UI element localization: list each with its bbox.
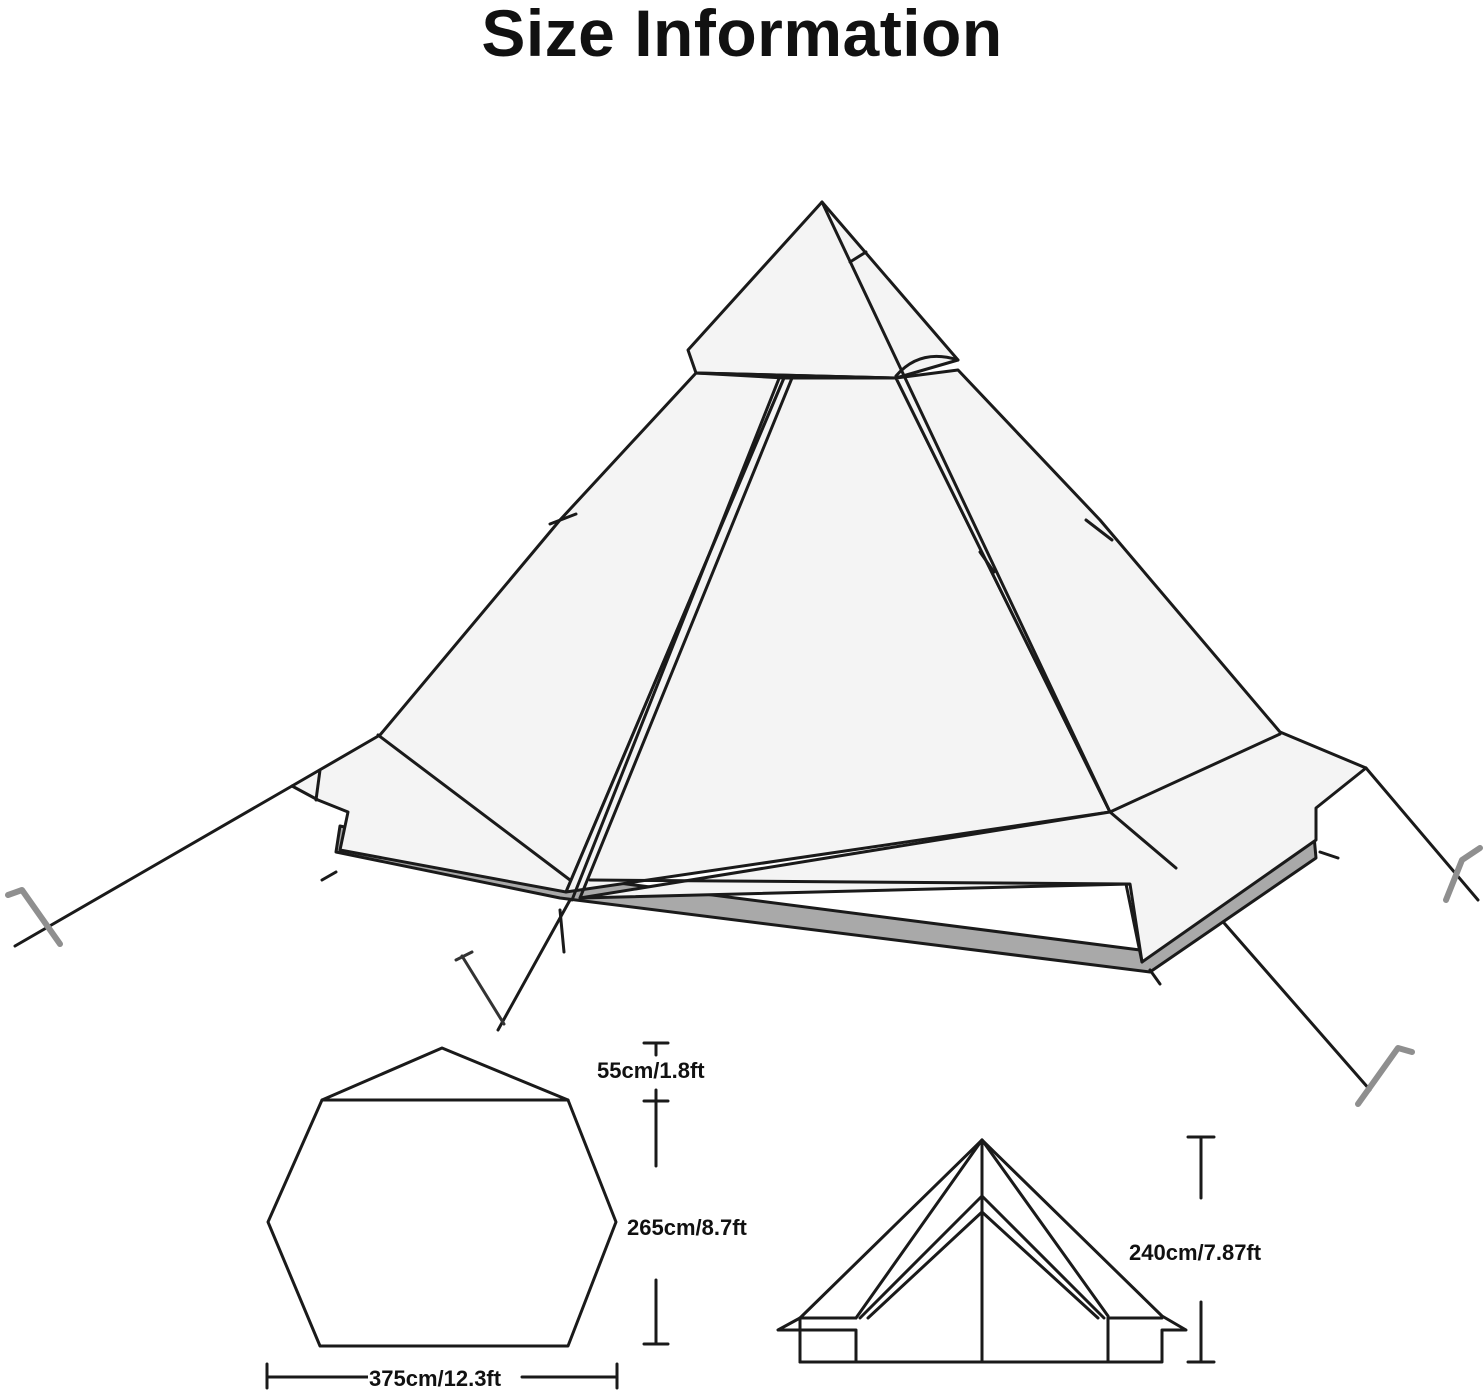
tent-stakes bbox=[5, 845, 1483, 1107]
front-elevation-outline bbox=[776, 1138, 1188, 1364]
floor-plan-hexagon bbox=[266, 1098, 618, 1348]
tent-right-panel bbox=[578, 368, 1368, 964]
height-label: 240cm/7.87ft bbox=[1128, 1240, 1263, 1265]
depth-label: 265cm/8.7ft bbox=[626, 1215, 748, 1240]
peak-height-label: 55cm/1.8ft bbox=[596, 1058, 706, 1083]
tent-detail-lines bbox=[314, 200, 1340, 986]
tent-3d-illustration bbox=[5, 200, 1483, 1107]
floor-plan bbox=[266, 1046, 618, 1348]
page-title: Size Information bbox=[481, 0, 1003, 70]
width-label: 375cm/12.3ft bbox=[368, 1366, 503, 1391]
dimension-markers bbox=[265, 1041, 1216, 1390]
tent-stake-front bbox=[454, 950, 506, 1026]
floor-plan-vestibule bbox=[320, 1046, 570, 1102]
front-elevation bbox=[776, 1138, 1188, 1364]
tent-top-cone bbox=[686, 200, 960, 380]
